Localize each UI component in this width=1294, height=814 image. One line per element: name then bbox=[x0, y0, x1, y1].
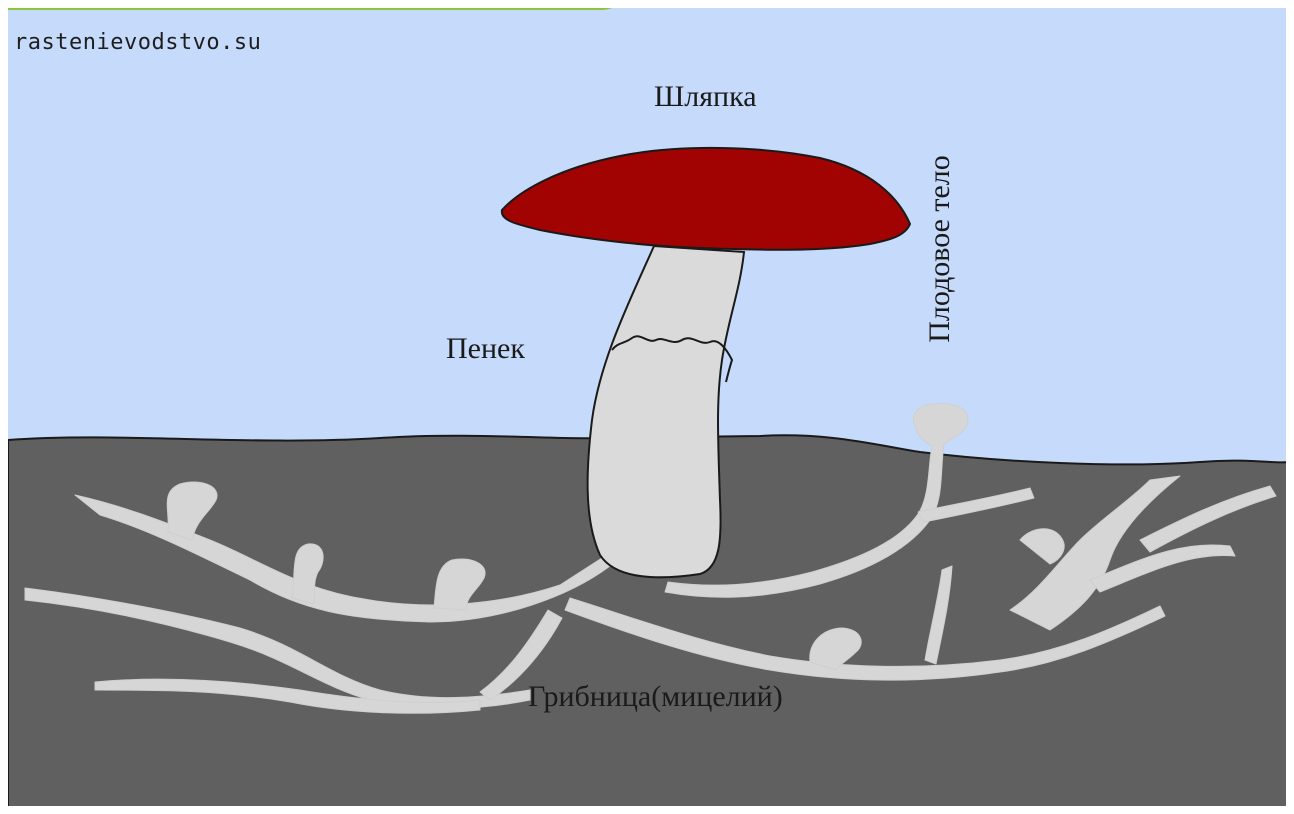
site-watermark: rastenievodstvo.su bbox=[14, 30, 261, 55]
label-mycelium: Грибница(мицелий) bbox=[528, 680, 783, 714]
label-cap: Шляпка bbox=[654, 80, 757, 114]
label-fruit-body: Плодовое тело bbox=[923, 109, 957, 389]
label-stump: Пенек bbox=[446, 332, 525, 366]
